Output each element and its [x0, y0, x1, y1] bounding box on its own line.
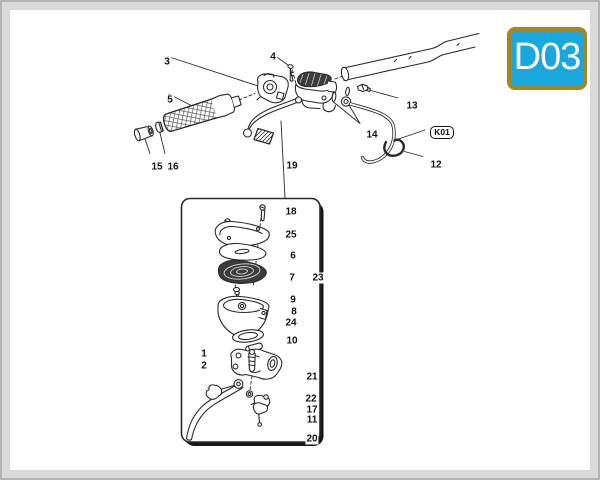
ring-part-16 — [155, 121, 164, 134]
callout-17[interactable]: 17 — [305, 404, 319, 416]
reservoir-cover-part-25 — [214, 220, 270, 247]
callout-25[interactable]: 25 — [284, 229, 298, 241]
callout-2[interactable]: 2 — [200, 360, 208, 372]
callout-10[interactable]: 10 — [285, 335, 299, 347]
handlebar-tube — [340, 32, 480, 82]
callout-12[interactable]: 12 — [429, 159, 443, 171]
callout-3[interactable]: 3 — [163, 56, 171, 68]
callout-22[interactable]: 22 — [304, 393, 318, 405]
adjuster-part-11 — [252, 402, 269, 427]
bar-end-part-15 — [133, 125, 154, 142]
diagram-canvas: 3 4 5 15 16 19 13 14 12 18 25 6 7 23 9 8… — [10, 10, 590, 470]
callout-4[interactable]: 4 — [269, 51, 277, 63]
lever-boot — [253, 127, 275, 145]
callout-16[interactable]: 16 — [166, 161, 180, 173]
banjo-washers-part-14 — [331, 86, 352, 107]
callout-8[interactable]: 8 — [290, 306, 298, 318]
piston-part-21 — [248, 349, 256, 374]
kit-ref-badge[interactable]: K01 — [430, 126, 454, 139]
clutch-hose — [348, 102, 396, 164]
grip-part-5 — [163, 93, 242, 132]
callout-23[interactable]: 23 — [311, 272, 325, 284]
callout-20[interactable]: 20 — [305, 433, 319, 445]
callout-11[interactable]: 11 — [305, 414, 319, 426]
reservoir-lid-part-6 — [218, 242, 267, 261]
lever-ball-end — [242, 128, 253, 138]
switch-housing-part-3 — [256, 72, 289, 104]
diaphragm-part-7 — [217, 259, 267, 284]
screw-part-4 — [287, 64, 294, 83]
callout-6[interactable]: 6 — [289, 250, 297, 262]
callout-24[interactable]: 24 — [284, 317, 298, 329]
master-cylinder-assembly — [242, 71, 338, 145]
callout-9[interactable]: 9 — [289, 294, 297, 306]
diagram-code-badge[interactable]: D03 — [507, 27, 587, 90]
gasket-part-10 — [232, 329, 264, 343]
callout-15[interactable]: 15 — [150, 161, 164, 173]
callout-19[interactable]: 19 — [285, 160, 299, 172]
callout-18[interactable]: 18 — [284, 206, 298, 218]
lever-part-20 — [185, 379, 244, 441]
callout-1[interactable]: 1 — [200, 348, 208, 360]
callout-21[interactable]: 21 — [305, 371, 319, 383]
banjo-bolt-part-13 — [356, 83, 372, 93]
callout-14[interactable]: 14 — [365, 129, 379, 141]
hose-clip-part-12 — [383, 138, 405, 157]
reservoir-body-part-8 — [217, 295, 270, 343]
nut-part-22 — [245, 390, 254, 398]
callout-7[interactable]: 7 — [288, 272, 296, 284]
callout-13[interactable]: 13 — [405, 100, 419, 112]
callout-5[interactable]: 5 — [166, 94, 174, 106]
